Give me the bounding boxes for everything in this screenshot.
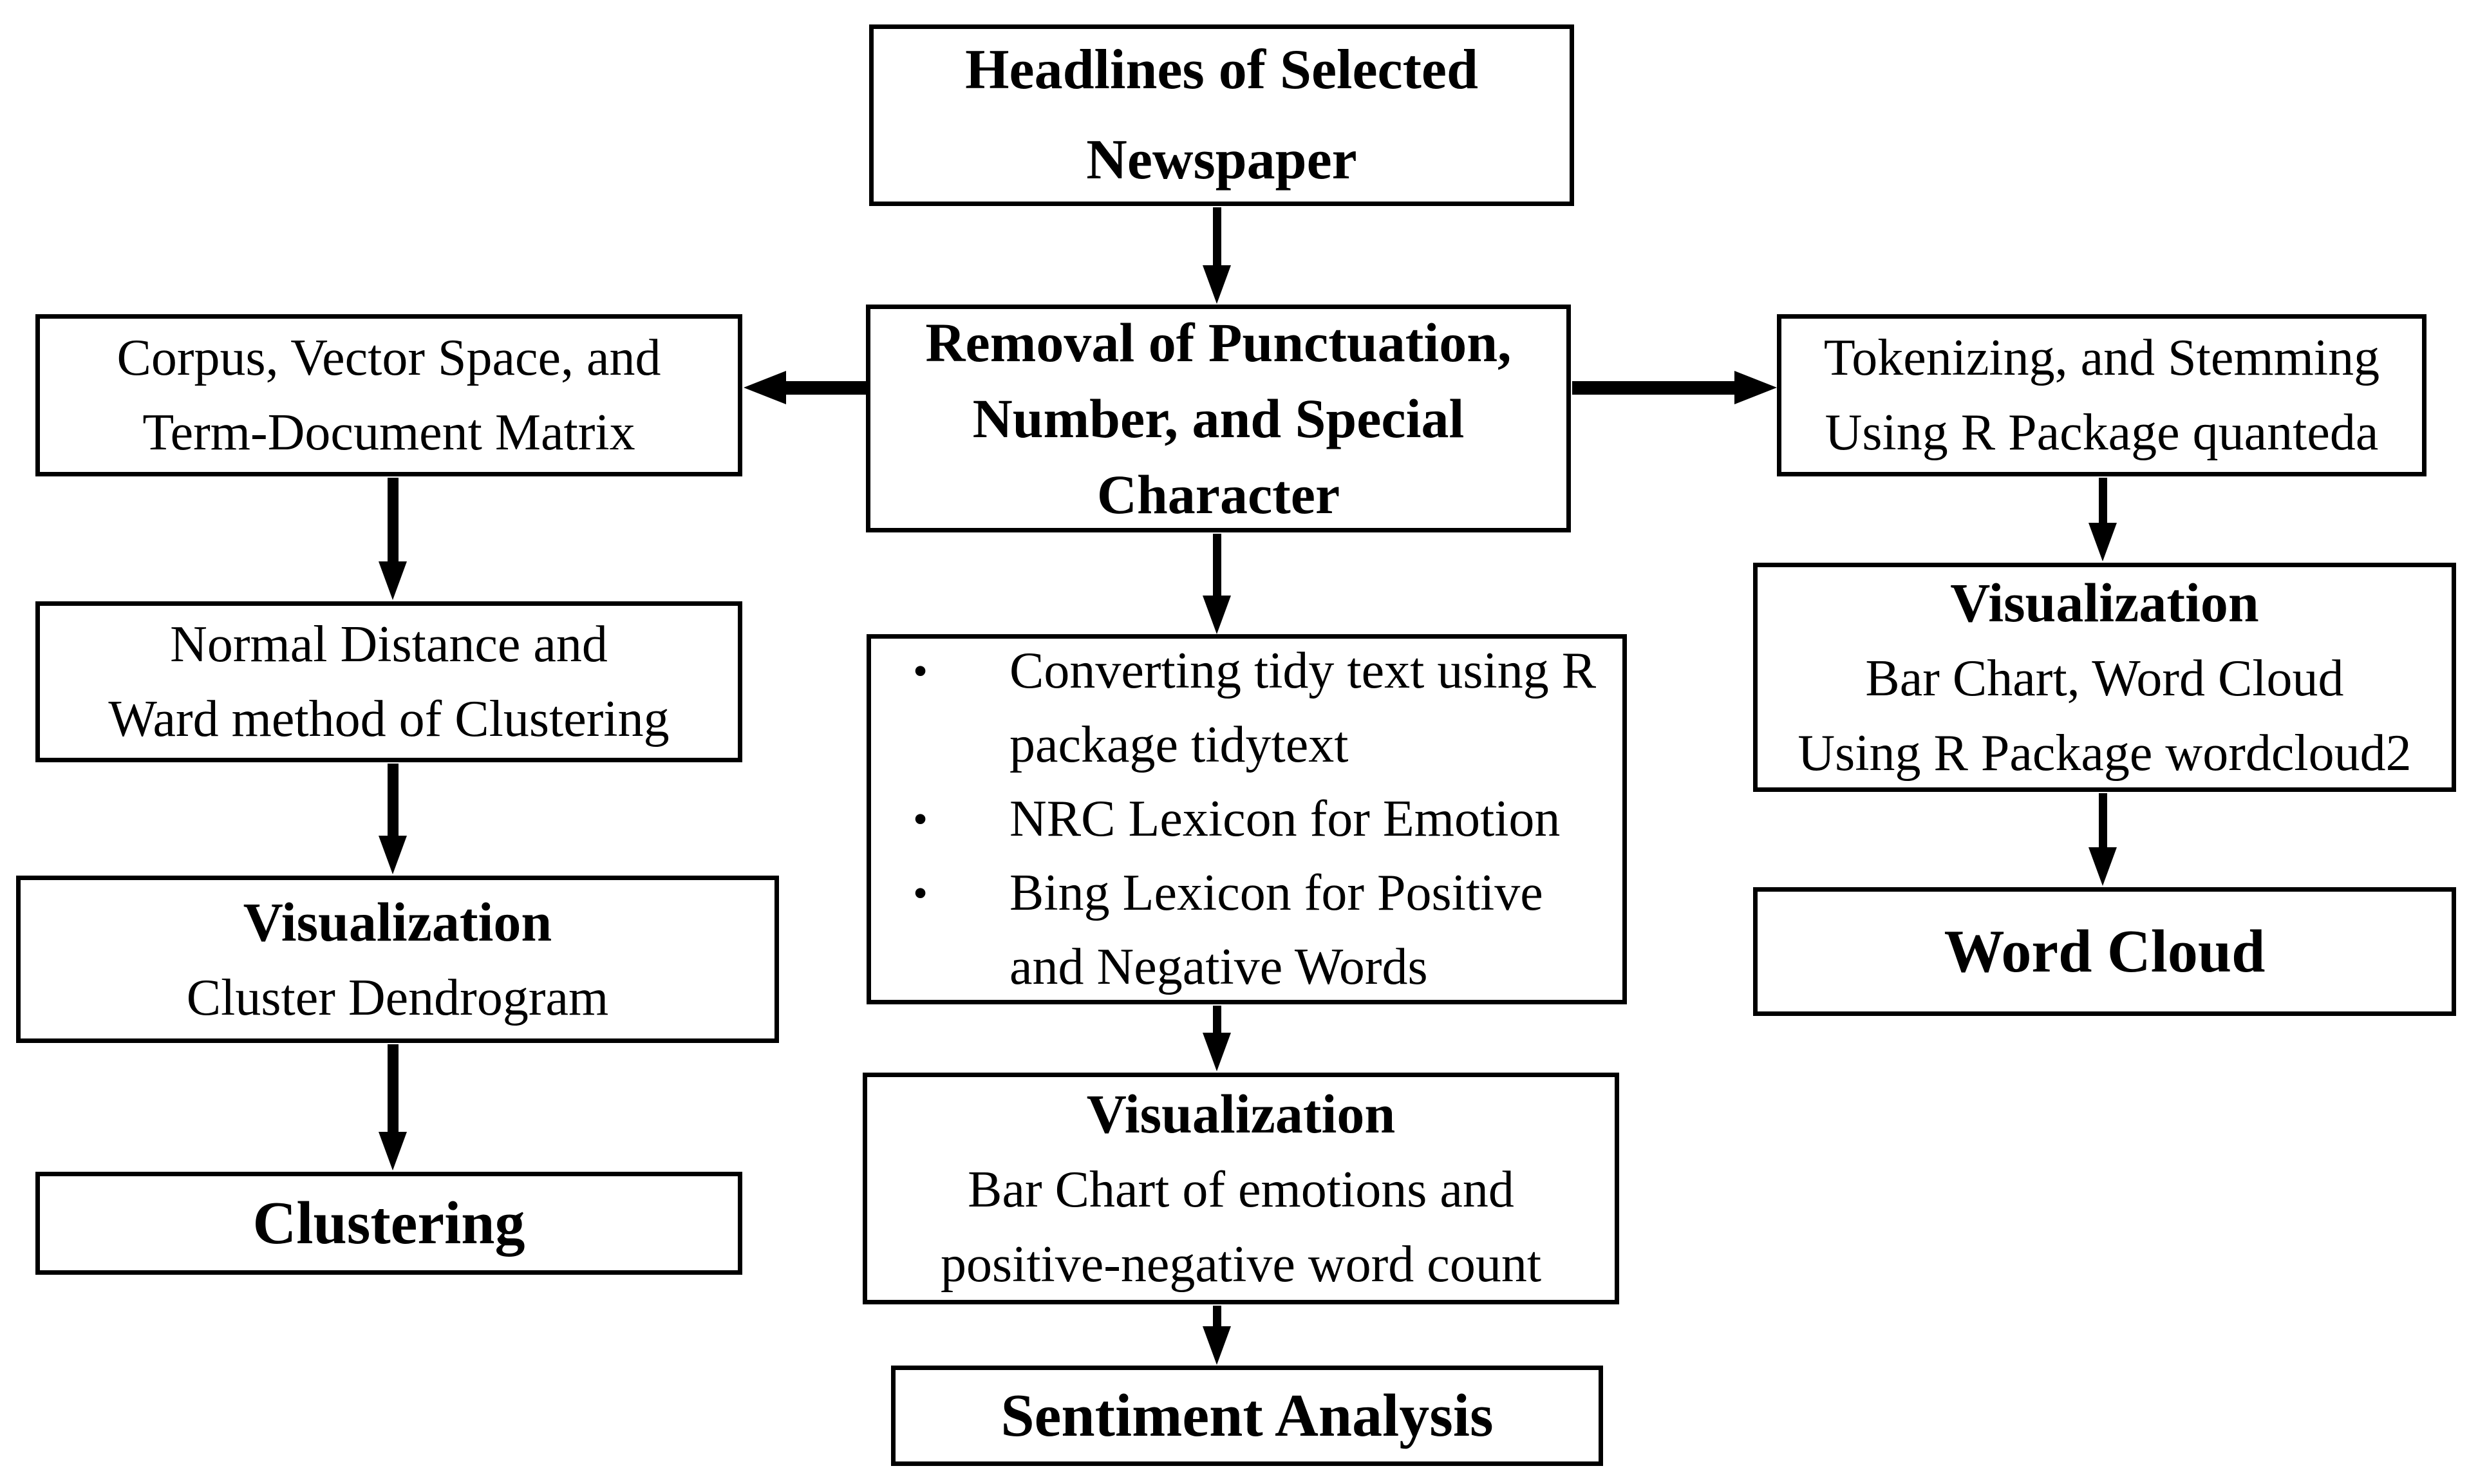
box-tokenizing-text: Tokenizing, and Stemming Using R Package… — [1823, 330, 2380, 461]
box-word-cloud: Word Cloud — [1753, 887, 2456, 1016]
box-word-cloud-text: Word Cloud — [1944, 918, 2266, 985]
arrowhead-down-icon — [1203, 596, 1231, 634]
visualization-subtitle: Cluster Dendrogram — [186, 970, 609, 1026]
bullet-icon: • — [913, 648, 928, 695]
arrowhead-left-icon — [744, 371, 786, 404]
box-visualization-wordcloud: Visualization Bar Chart, Word Cloud Usin… — [1753, 563, 2456, 792]
arrow-corpus-to-normal-distance — [379, 478, 407, 600]
list-item-text: NRC Lexicon for Emotion — [1009, 791, 1561, 847]
visualization-title: Visualization — [243, 891, 552, 953]
box-visualization-cluster: Visualization Cluster Dendrogram — [16, 876, 779, 1043]
box-sentiment-analysis-text: Sentiment Analysis — [1000, 1382, 1494, 1449]
arrowhead-down-icon — [379, 561, 407, 600]
box-headlines-text: Headlines of Selected Newspaper — [965, 39, 1478, 191]
box-headlines: Headlines of Selected Newspaper — [869, 24, 1574, 206]
bullet-icon: • — [913, 796, 928, 843]
visualization-title: Visualization — [1950, 572, 2259, 634]
arrowhead-down-icon — [379, 836, 407, 874]
arrowhead-right-icon — [1734, 371, 1777, 404]
list-item: • Converting tidy text using R package t… — [906, 634, 1596, 782]
box-removal: Removal of Punctuation, Number, and Spec… — [866, 305, 1571, 532]
bullet-icon: • — [913, 870, 928, 917]
arrow-visualization-to-word-cloud — [2088, 793, 2117, 886]
visualization-subtitle: Bar Chart of emotions and positive-negat… — [940, 1161, 1542, 1293]
box-corpus-text: Corpus, Vector Space, and Term-Document … — [117, 330, 661, 461]
arrow-headlines-to-removal — [1203, 207, 1231, 304]
visualization-title: Visualization — [1086, 1083, 1396, 1145]
box-sentiment-analysis: Sentiment Analysis — [891, 1366, 1603, 1466]
box-corpus: Corpus, Vector Space, and Term-Document … — [35, 314, 742, 476]
arrow-tokenizing-to-visualization — [2088, 478, 2117, 561]
box-normal-distance: Normal Distance and Ward method of Clust… — [35, 601, 742, 762]
arrowhead-down-icon — [379, 1132, 407, 1170]
arrow-steps-to-visualization — [1203, 1006, 1231, 1071]
box-clustering: Clustering — [35, 1172, 742, 1275]
arrow-visualization-to-clustering — [379, 1044, 407, 1170]
arrowhead-down-icon — [2088, 523, 2117, 561]
visualization-subtitle: Bar Chart, Word Cloud Using R Package wo… — [1797, 650, 2412, 782]
box-normal-distance-text: Normal Distance and Ward method of Clust… — [108, 616, 670, 747]
arrow-removal-to-corpus — [744, 371, 867, 404]
arrow-visualization-to-sentiment — [1203, 1306, 1231, 1365]
list-item-text: Bing Lexicon for Positive and Negative W… — [1009, 865, 1543, 995]
arrowhead-down-icon — [1203, 265, 1231, 304]
box-lexicon-steps: • Converting tidy text using R package t… — [867, 634, 1627, 1004]
arrow-normal-distance-to-visualization — [379, 764, 407, 874]
list-item-text: Converting tidy text using R package tid… — [1009, 643, 1597, 773]
list-item: • Bing Lexicon for Positive and Negative… — [906, 856, 1543, 1004]
arrow-removal-to-steps — [1203, 534, 1231, 634]
arrowhead-down-icon — [2088, 847, 2117, 886]
list-item: • NRC Lexicon for Emotion — [906, 782, 1560, 856]
arrowhead-down-icon — [1203, 1033, 1231, 1071]
box-visualization-sentiment: Visualization Bar Chart of emotions and … — [863, 1073, 1619, 1304]
arrow-removal-to-tokenizing — [1572, 371, 1777, 404]
box-removal-text: Removal of Punctuation, Number, and Spec… — [925, 312, 1512, 525]
box-tokenizing: Tokenizing, and Stemming Using R Package… — [1777, 314, 2426, 476]
box-clustering-text: Clustering — [252, 1190, 525, 1257]
arrowhead-down-icon — [1203, 1326, 1231, 1365]
